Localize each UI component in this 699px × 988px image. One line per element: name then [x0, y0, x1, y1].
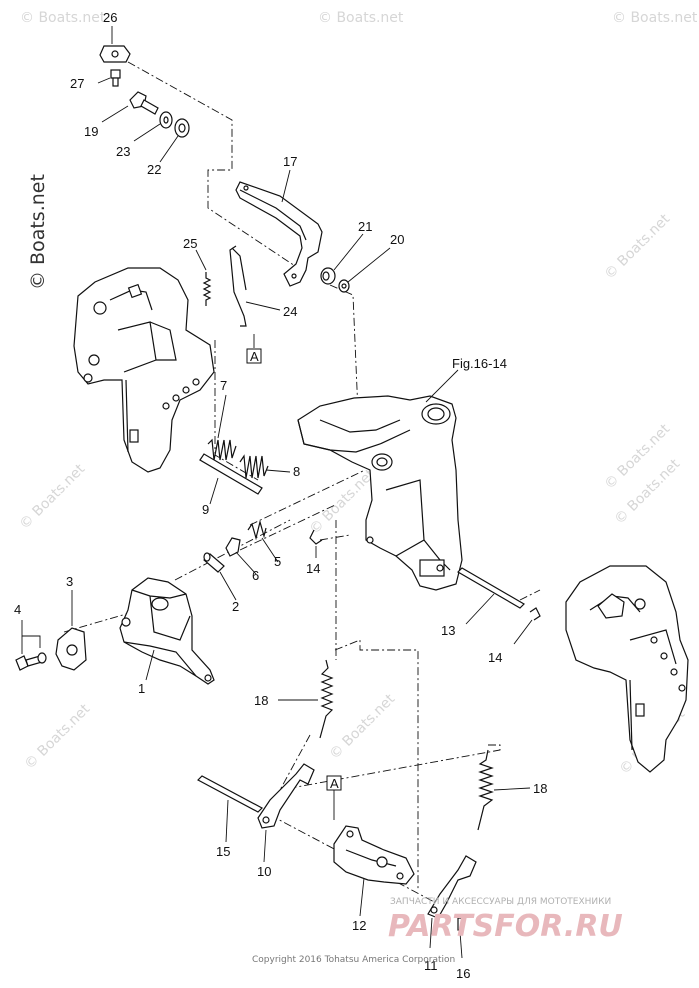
ref-box-a-label: A: [250, 349, 259, 364]
part-7-spring: [207, 394, 237, 461]
part-5-spring: [247, 519, 279, 563]
part-26-clip: [99, 26, 131, 63]
callout-4: 4: [14, 602, 21, 617]
part-3-plate: [55, 590, 87, 671]
callout-16: 16: [456, 966, 470, 981]
callout-2: 2: [232, 599, 239, 614]
callout-9: 9: [202, 502, 209, 517]
shop-tagline: ЗАПЧАСТИ И АКСЕССУАРЫ ДЛЯ МОТОТЕХНИКИ: [390, 897, 611, 907]
part-22-washer: [159, 118, 190, 163]
part-17-bracket: [235, 169, 323, 287]
callout-6: 6: [252, 568, 259, 583]
callout-8: 8: [293, 464, 300, 479]
copyright-text: Copyright 2016 Tohatsu America Corporati…: [252, 955, 455, 965]
part-8-spring: [239, 454, 291, 479]
part-10-lever: [257, 763, 315, 863]
part-4-screw: [15, 620, 47, 671]
part-27-screw: [97, 69, 121, 87]
callout-25: 25: [183, 236, 197, 251]
callout-21: 21: [358, 219, 372, 234]
ref-box-a-top: A: [246, 334, 262, 364]
watermark-faint: © Boats.net: [327, 691, 399, 763]
part-19-bolt: [101, 91, 159, 123]
callout-11: 11: [424, 958, 438, 973]
callout-19: 19: [84, 124, 98, 139]
part-6-pawl: [225, 537, 257, 575]
callout-13: 13: [441, 623, 455, 638]
watermark-faint: © Boats.net: [602, 211, 674, 283]
clamp-bracket-right: [565, 565, 689, 773]
part-15-rod: [197, 775, 263, 843]
part-9-shaft: [199, 453, 263, 505]
part-21-collar: [320, 233, 364, 285]
part-14-clip-lower: [513, 607, 541, 645]
part-1-bracket: [119, 577, 215, 685]
shop-brand: PARTSFOR.RU: [388, 909, 623, 944]
part-18-spring-left: [278, 659, 334, 739]
watermark-faint: © Boats.net: [318, 10, 404, 26]
part-16-pin: [457, 917, 463, 959]
callout-10: 10: [257, 864, 271, 879]
callout-26: 26: [103, 10, 117, 25]
part-23-washer: [133, 111, 173, 142]
part-13-shaft: [457, 567, 525, 625]
callout-17: 17: [283, 154, 297, 169]
callout-18-right: 18: [533, 781, 547, 796]
callout-3: 3: [66, 574, 73, 589]
callout-14-lower: 14: [488, 650, 502, 665]
part-24-rod: [229, 245, 281, 327]
watermark-faint: © Boats.net: [17, 461, 89, 533]
callout-23: 23: [116, 144, 130, 159]
part-14-clip-upper: [309, 529, 323, 558]
part-25-spring: [195, 249, 212, 306]
callout-5: 5: [274, 554, 281, 569]
callout-27: 27: [70, 76, 84, 91]
watermark-faint: © Boats.net: [612, 10, 698, 26]
callout-20: 20: [390, 232, 404, 247]
part-12-link: [333, 825, 415, 917]
ref-box-a-bottom: A: [326, 775, 342, 820]
callout-14-upper: 14: [306, 561, 320, 576]
callout-1: 1: [138, 681, 145, 696]
callout-7: 7: [220, 378, 227, 393]
callout-12: 12: [352, 918, 366, 933]
part-20-washer: [338, 247, 391, 293]
ref-box-a-label: A: [330, 776, 339, 791]
callout-labels: 26 27 19 23 22 17 21 20 25 24 7 8 9 5 6 …: [14, 10, 547, 981]
clamp-bracket-left: [73, 267, 215, 473]
figure-ref-label: Fig.16-14: [452, 356, 507, 371]
watermark-main: © Boats.net: [27, 174, 49, 290]
watermark-faint: © Boats.net: [20, 10, 106, 26]
callout-15: 15: [216, 844, 230, 859]
part-11-lever: [427, 855, 477, 949]
callout-22: 22: [147, 162, 161, 177]
part-2-pin: [203, 552, 237, 601]
watermark-faint: © Boats.net: [22, 701, 94, 773]
shop-watermark: ЗАПЧАСТИ И АКСЕССУАРЫ ДЛЯ МОТОТЕХНИКИ PA…: [388, 897, 623, 944]
callout-24: 24: [283, 304, 297, 319]
swivel-bracket-center: [297, 369, 463, 591]
part-18-spring-right: [477, 749, 531, 831]
callout-18-left: 18: [254, 693, 268, 708]
